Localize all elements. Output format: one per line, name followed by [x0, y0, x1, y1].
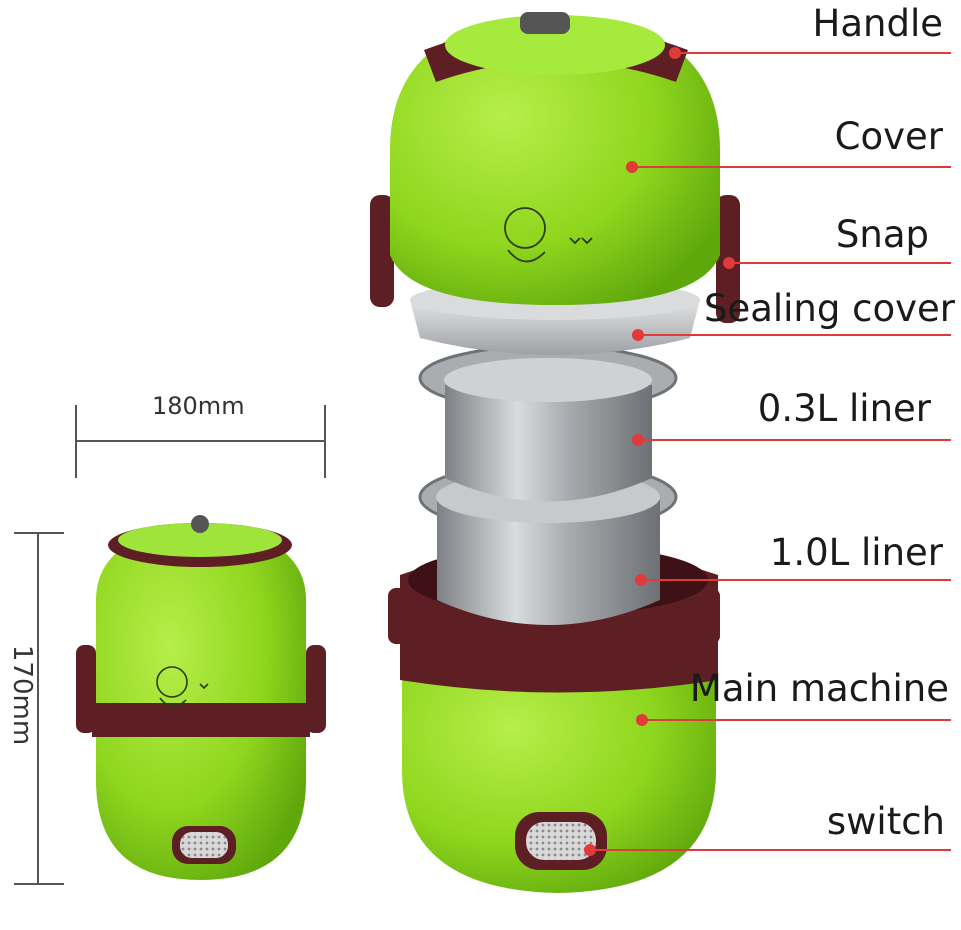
callout-liner-0-3l: 0.3L liner: [757, 387, 931, 430]
leader-lines: [584, 47, 951, 856]
callout-switch: switch: [826, 800, 945, 843]
callout-liner-1-0l: 1.0L liner: [769, 531, 943, 574]
callout-sealing-cover: Sealing cover: [703, 287, 955, 330]
callout-cover: Cover: [834, 115, 943, 158]
height-dimension-label: 170mm: [7, 644, 38, 746]
callout-handle: Handle: [812, 2, 943, 45]
exploded-lunch-box: [370, 12, 740, 893]
cartoon-decoration: [504, 207, 593, 263]
assembled-lunch-box: [76, 515, 326, 880]
cover-part: [370, 12, 740, 323]
height-dimension: [14, 532, 64, 885]
cartoon-decoration: [156, 666, 209, 708]
width-dimension-label: 180mm: [152, 392, 245, 420]
width-dimension: [75, 405, 326, 478]
liner-0-3l-part: [418, 344, 678, 502]
callout-snap: Snap: [835, 213, 929, 256]
callout-main-machine: Main machine: [689, 667, 949, 710]
